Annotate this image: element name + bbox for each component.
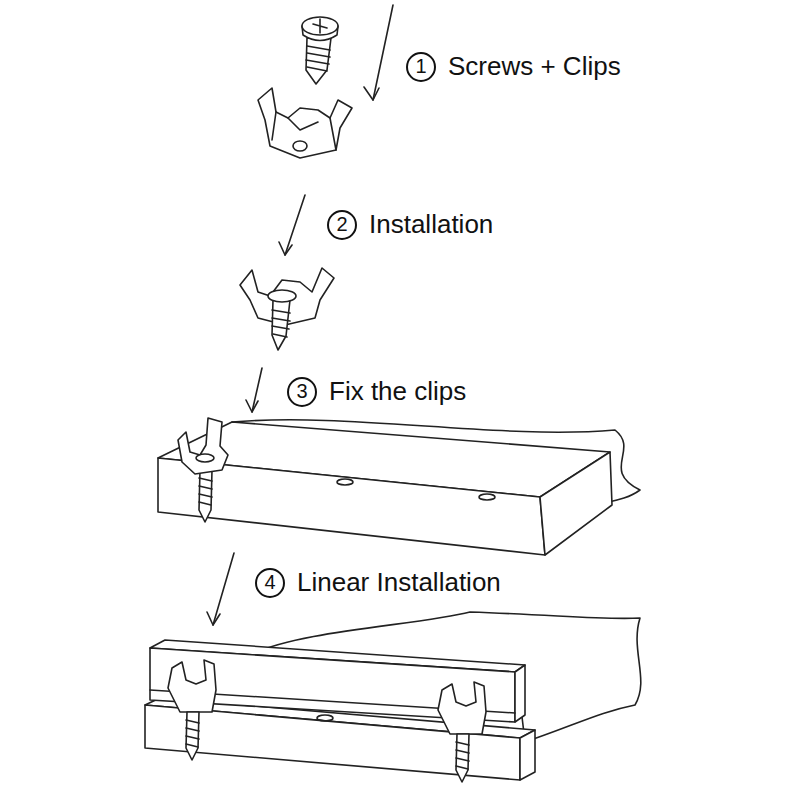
arrow-head xyxy=(364,87,379,100)
step-title: Fix the clips xyxy=(327,376,468,407)
clip-body xyxy=(168,660,216,712)
step-label: 4 Linear Installation xyxy=(255,567,503,598)
arrow-line xyxy=(213,553,234,625)
arrow-line xyxy=(252,368,262,412)
clip-left xyxy=(168,660,216,760)
clip-fixed xyxy=(178,418,228,522)
profile-end xyxy=(515,665,525,722)
screw-head xyxy=(268,290,296,302)
board-end xyxy=(540,452,612,555)
step-label: 1 Screws + Clips xyxy=(406,51,623,82)
board-hole xyxy=(479,494,495,500)
screw-head xyxy=(196,454,214,462)
board-front xyxy=(158,458,545,555)
step-label: 3 Fix the clips xyxy=(287,376,468,407)
linear-assembly xyxy=(145,612,641,780)
clip-body xyxy=(258,88,352,158)
lower-board-end xyxy=(520,730,535,780)
screw-thread xyxy=(306,46,330,71)
step-number: 4 xyxy=(255,568,285,598)
clip-right xyxy=(438,682,486,782)
arrow-line xyxy=(373,5,393,100)
step-number: 3 xyxy=(287,377,317,407)
clip-fold xyxy=(272,112,336,150)
arrow-head xyxy=(246,400,258,412)
screw-thread xyxy=(272,310,290,337)
step-label: 2 Installation xyxy=(327,209,495,240)
screw xyxy=(302,17,338,84)
step-number: 1 xyxy=(406,52,436,82)
board-hole xyxy=(317,715,333,721)
step-number: 2 xyxy=(327,210,357,240)
clip-body xyxy=(438,682,486,734)
step-title: Linear Installation xyxy=(295,567,503,598)
clip-hole xyxy=(293,141,307,151)
arrow-line xyxy=(285,195,305,255)
board xyxy=(158,420,640,555)
screw-shaft xyxy=(456,734,469,782)
clip-body xyxy=(178,418,228,474)
screw-shaft xyxy=(306,38,331,84)
clip-with-screw xyxy=(240,268,334,350)
board-hole xyxy=(337,479,353,485)
screw-thread xyxy=(199,478,212,505)
screw-shaft xyxy=(186,712,199,760)
step-title: Installation xyxy=(367,209,495,240)
step-title: Screws + Clips xyxy=(446,51,623,82)
screw-shaft xyxy=(272,300,290,350)
screw-thread xyxy=(186,720,199,747)
screw-head xyxy=(302,17,338,35)
screw-thread xyxy=(456,742,469,769)
screw-shaft xyxy=(199,470,212,522)
arrow-head xyxy=(207,612,220,625)
arrow-head xyxy=(279,242,292,255)
clip xyxy=(258,88,352,158)
screw-slot xyxy=(313,19,327,33)
